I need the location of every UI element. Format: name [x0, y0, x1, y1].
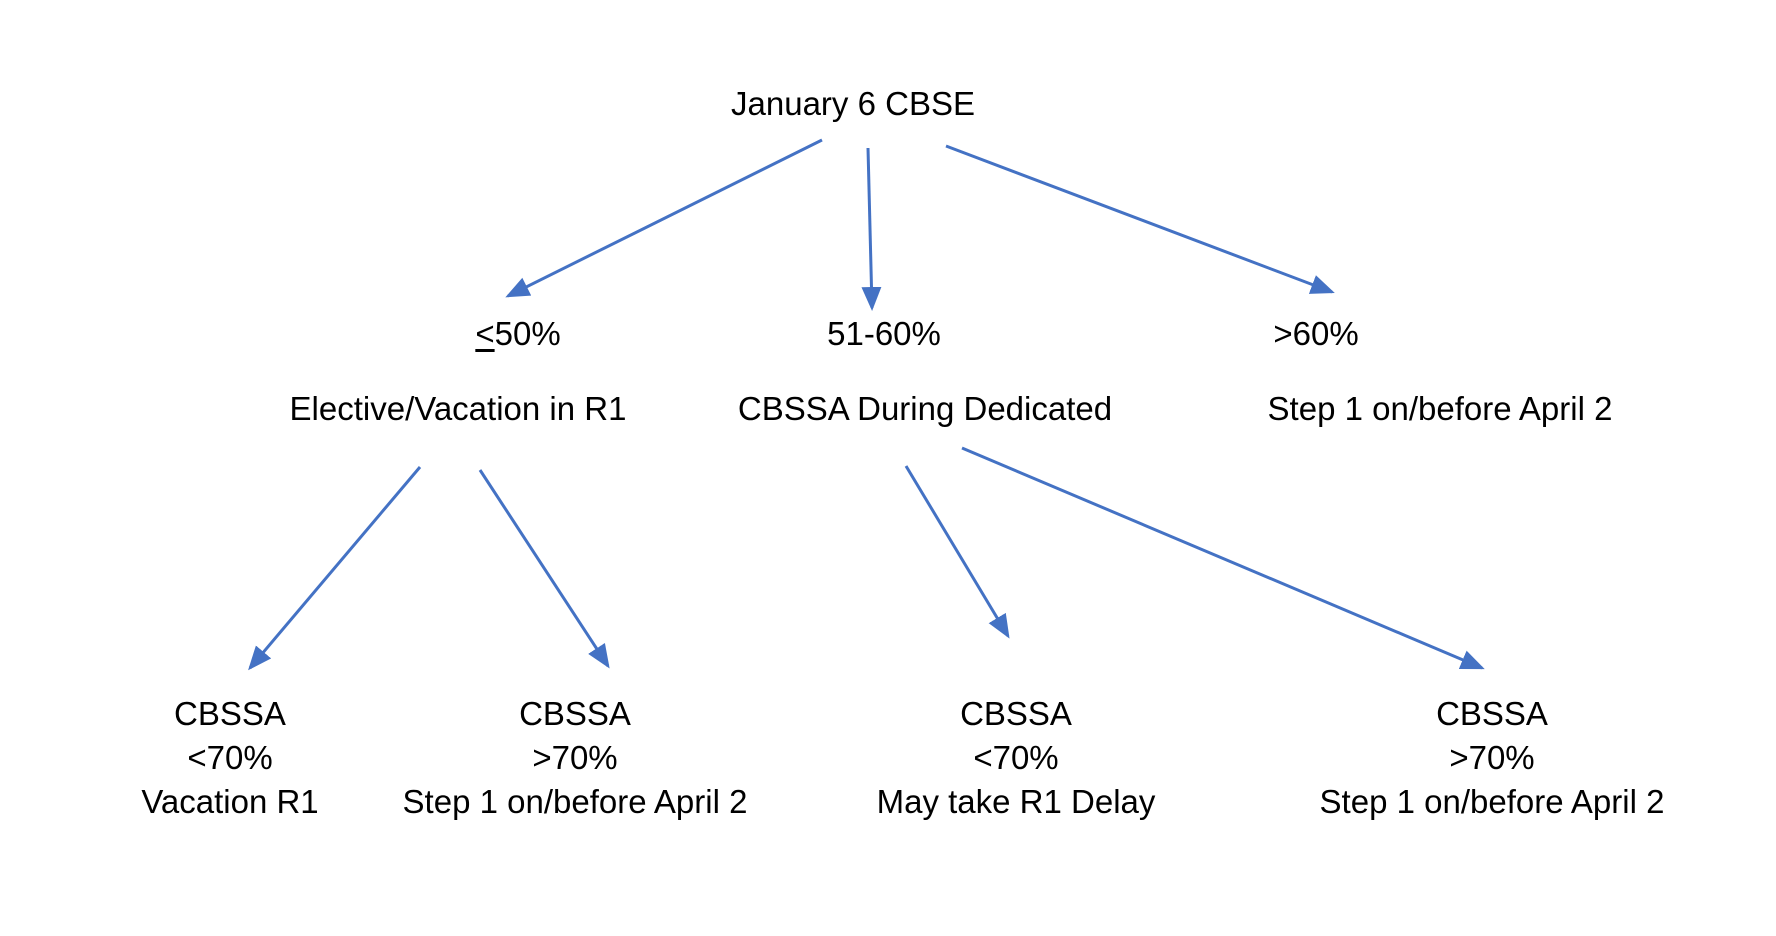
leaf-step1-left-line2: >70% — [532, 739, 618, 776]
leaf-r1-delay-line2: <70% — [973, 739, 1059, 776]
leaf-vacation-r1-line2: <70% — [187, 739, 273, 776]
leaf-vacation-r1-line1: CBSSA — [174, 695, 286, 732]
branch-51-60-pct-value: 51-60% — [827, 315, 941, 352]
arrow-elective-to-step1 — [478, 469, 610, 669]
arrow-cbssa-to-r1-delay — [904, 465, 1010, 639]
branch-le50-pct-value: 50% — [494, 315, 561, 352]
leaf-step1-right: CBSSA >70% Step 1 on/before April 2 — [1320, 692, 1665, 824]
leaf-step1-left-line3: Step 1 on/before April 2 — [402, 783, 748, 820]
leaf-r1-delay-line3: May take R1 Delay — [876, 783, 1156, 820]
branch-51-60-label: CBSSA During Dedicated — [737, 390, 1113, 427]
arrow-elective-to-vacation-r1 — [248, 466, 422, 671]
leaf-step1-right-line1: CBSSA — [1436, 695, 1548, 732]
arrow-root-to-le50 — [505, 138, 823, 298]
leaf-step1-left: CBSSA >70% Step 1 on/before April 2 — [403, 692, 748, 824]
leaf-vacation-r1-line3: Vacation R1 — [141, 783, 319, 820]
arrow-root-to-gt60 — [945, 144, 1335, 294]
leaf-step1-left-line1: CBSSA — [519, 695, 631, 732]
arrow-root-to-51-60 — [861, 147, 882, 311]
leaf-step1-right-line2: >70% — [1449, 739, 1535, 776]
arrow-cbssa-to-step1 — [961, 446, 1485, 670]
leaf-r1-delay-line1: CBSSA — [960, 695, 1072, 732]
leaf-step1-right-line3: Step 1 on/before April 2 — [1319, 783, 1665, 820]
branch-gt60-pct-value: >60% — [1273, 315, 1359, 352]
leaf-r1-delay: CBSSA <70% May take R1 Delay — [877, 692, 1156, 824]
root-node-january-6-cbse: January 6 CBSE — [731, 85, 975, 122]
branch-gt60-label: Step 1 on/before April 2 — [1267, 390, 1613, 427]
le-sign: < — [475, 315, 495, 352]
branch-51-60-pct: 51-60% — [827, 314, 941, 354]
branch-gt60-pct: >60% — [1273, 314, 1358, 354]
branch-le50-label: Elective/Vacation in R1 — [289, 390, 627, 427]
leaf-vacation-r1: CBSSA <70% Vacation R1 — [141, 692, 318, 824]
branch-le50-pct: <50% — [475, 314, 560, 354]
